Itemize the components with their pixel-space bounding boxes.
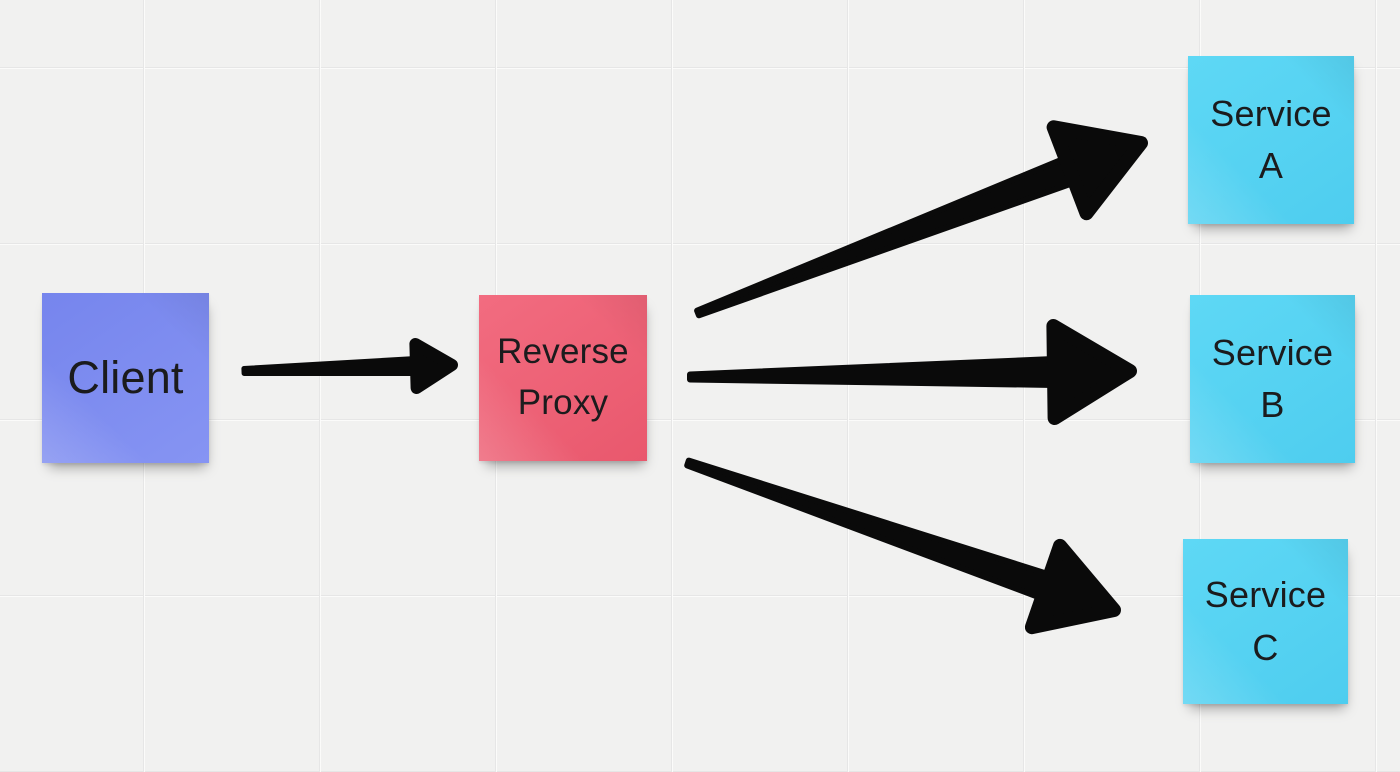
connector-head[interactable] <box>1024 538 1121 635</box>
note-client[interactable]: Client <box>42 293 209 463</box>
note-service-c[interactable]: Service C <box>1183 539 1348 704</box>
note-service-c-label: Service C <box>1204 574 1327 668</box>
connector-head[interactable] <box>409 338 458 394</box>
connector-proxy-to-service-b[interactable] <box>687 319 1137 425</box>
note-service-a[interactable]: Service A <box>1188 56 1354 224</box>
connector-shaft[interactable] <box>687 356 1058 388</box>
connector-head[interactable] <box>1046 319 1137 425</box>
connector-head[interactable] <box>1046 120 1148 221</box>
note-reverse-proxy[interactable]: Reverse Proxy <box>479 295 647 461</box>
connector-shaft[interactable] <box>684 457 1053 602</box>
note-client-label: Client <box>67 352 184 404</box>
note-service-a-label: Service A <box>1210 92 1332 186</box>
connector-proxy-to-service-c[interactable] <box>684 457 1121 635</box>
connector-client-to-proxy[interactable] <box>241 338 458 394</box>
note-service-b[interactable]: Service B <box>1190 295 1355 463</box>
note-service-b-label: Service B <box>1211 331 1334 425</box>
note-reverse-proxy-label: Reverse Proxy <box>497 332 629 422</box>
connector-shaft[interactable] <box>694 155 1078 319</box>
connector-shaft[interactable] <box>241 356 419 376</box>
connector-proxy-to-service-a[interactable] <box>694 120 1148 319</box>
